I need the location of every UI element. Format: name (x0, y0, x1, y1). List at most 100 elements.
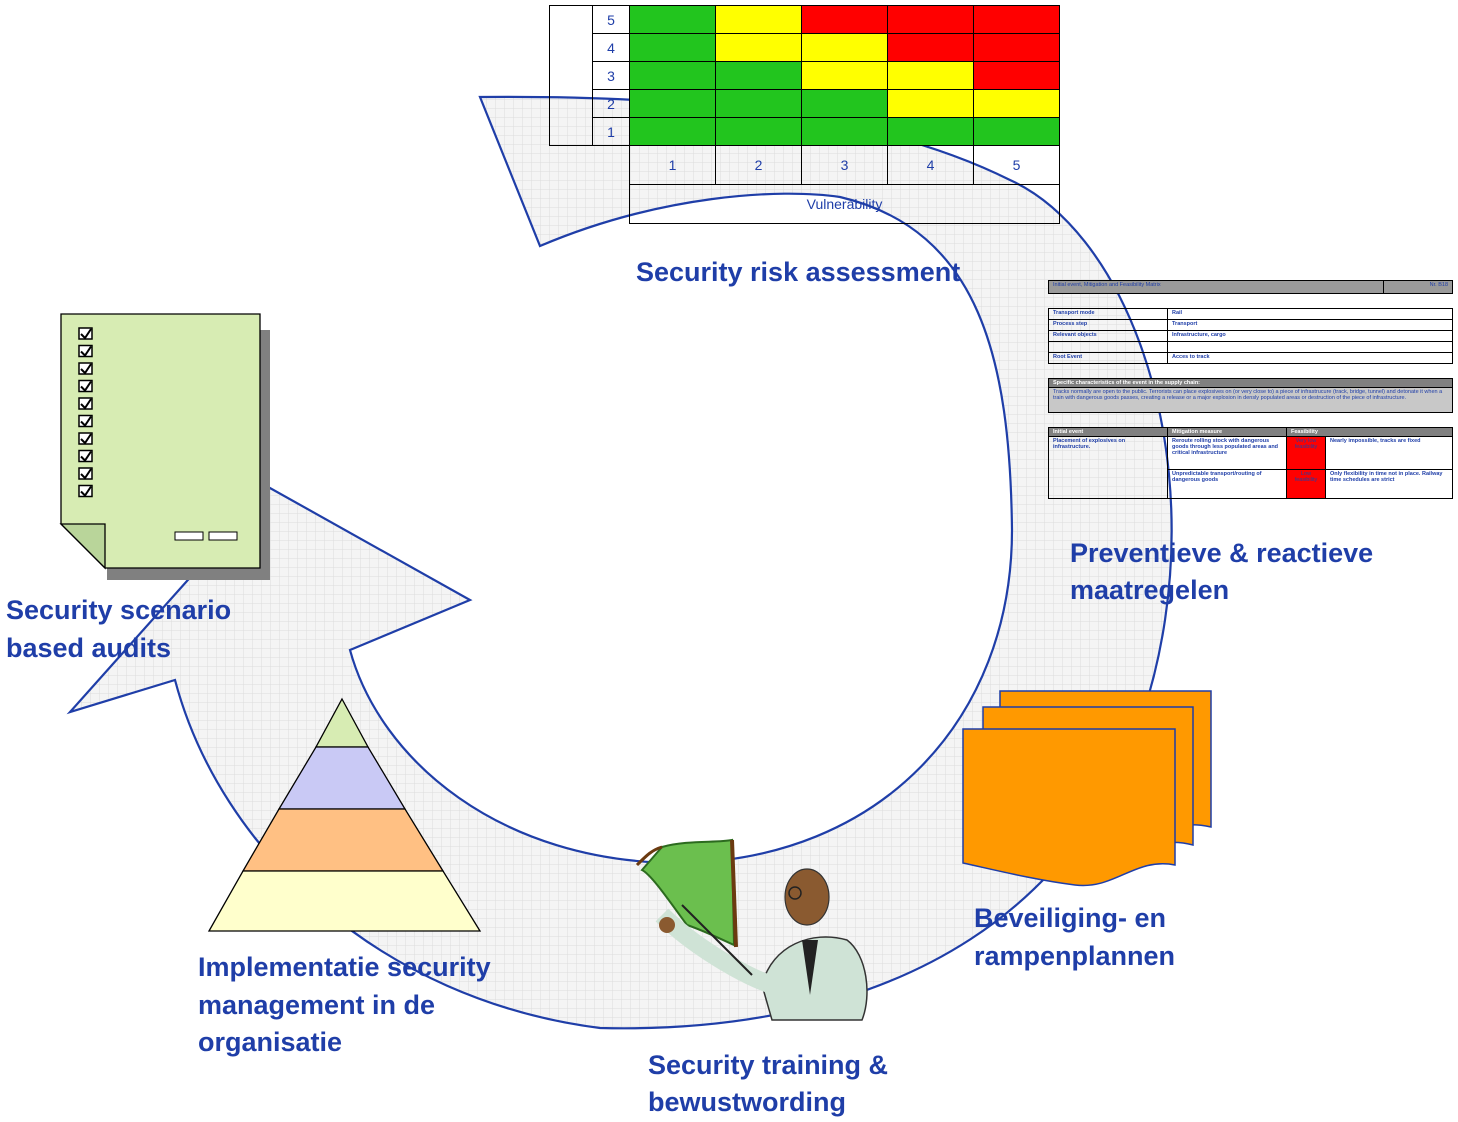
risk-matrix-cell (801, 61, 888, 90)
mitigation-measure-2: Unpredictable transport/routing of dange… (1167, 469, 1287, 499)
checkmark-icon (80, 328, 92, 340)
stage-training-label-2: bewustwording (648, 1087, 846, 1117)
stage-implementation-label-2: management in de (198, 990, 436, 1020)
risk-matrix-spacer (550, 185, 630, 224)
checkmark-icon (80, 363, 92, 375)
risk-matrix-cell (629, 61, 716, 90)
col-initial-event: Initial event (1048, 427, 1168, 437)
matrix-number: Nr. B18 (1383, 280, 1453, 294)
property-value: Transport (1167, 319, 1453, 331)
risk-matrix-cell (973, 5, 1060, 34)
mitigation-measure-1: Reroute rolling stock with dangerous goo… (1167, 436, 1287, 470)
risk-matrix-cell (801, 33, 888, 62)
property-key (1048, 341, 1168, 353)
initial-event-cell: Placement of explosives on infrastructur… (1048, 436, 1168, 499)
plans-documents-icon (962, 690, 1212, 887)
checkmark-icon (80, 380, 92, 393)
risk-matrix-row: 4 (550, 33, 1060, 62)
vulnerability-tick-label: 2 (715, 145, 802, 185)
checkmark-icon (80, 485, 92, 498)
checkmark-icon (80, 345, 92, 358)
property-value: Infrastructure, cargo (1167, 330, 1453, 342)
col-mitigation: Mitigation measure (1167, 427, 1287, 437)
risk-matrix-axis-blank (549, 5, 593, 146)
risk-level-label: 4 (592, 33, 630, 62)
risk-matrix-cell (715, 61, 802, 90)
vulnerability-tick-label: 5 (973, 145, 1060, 185)
stage-measures-label-2: maatregelen (1070, 575, 1230, 605)
feasibility-comment-2: Only flexibility in time not in place. R… (1325, 469, 1453, 499)
risk-matrix-cell (629, 117, 716, 146)
risk-matrix-cell (887, 33, 974, 62)
stage-implementation-label-1: Implementatie security (198, 952, 491, 982)
stage-measures-label-1: Preventieve & reactieve (1070, 538, 1374, 568)
risk-matrix-cell (715, 5, 802, 34)
risk-matrix-cell (973, 89, 1060, 118)
risk-matrix-cell (973, 33, 1060, 62)
stage-implementation-label-3: organisatie (198, 1027, 343, 1057)
risk-matrix-cell (887, 117, 974, 146)
vulnerability-tick-label: 3 (801, 145, 888, 185)
characteristics-text: Tracks normally are open to the public. … (1048, 387, 1453, 413)
feasibility-rating-2: Low feasibility (1286, 469, 1326, 499)
risk-matrix-spacer (549, 145, 630, 185)
risk-matrix-cell (715, 33, 802, 62)
risk-matrix-row: 1 (550, 117, 1060, 146)
risk-matrix-cell (629, 89, 716, 118)
matrix-mitigation-table: Initial event Mitigation measure Feasibi… (1048, 427, 1453, 499)
stage-audits-label-2: based audits (6, 633, 172, 663)
risk-matrix-cell (887, 89, 974, 118)
risk-level-label: 2 (592, 89, 630, 118)
risk-matrix-cell (973, 117, 1060, 146)
feasibility-rating-1: Very low feasibility (1286, 436, 1326, 470)
risk-matrix-cell (887, 61, 974, 90)
matrix-title-bar: Initial event, Mitigation and Feasibilit… (1048, 280, 1453, 294)
risk-matrix-cell (629, 33, 716, 62)
risk-matrix-cell (801, 117, 888, 146)
pyramid-icon (207, 697, 482, 932)
mitigation-matrix-sheet: Initial event, Mitigation and Feasibilit… (1048, 280, 1453, 499)
risk-level-label: 3 (592, 61, 630, 90)
stage-training-label-1: Security training & (648, 1050, 889, 1080)
vulnerability-tick-label: 4 (887, 145, 974, 185)
matrix-characteristics: Specific characteristics of the event in… (1048, 378, 1453, 413)
risk-matrix-cell (887, 5, 974, 34)
vulnerability-tick-label: 1 (629, 145, 716, 185)
checkmark-icon (80, 450, 92, 463)
feasibility-comment-1: Nearly impossible, tracks are fixed (1325, 436, 1453, 470)
property-key: Root Event (1048, 352, 1168, 364)
risk-level-label: 5 (592, 5, 630, 34)
checkmark-icon (80, 398, 92, 410)
stage-plans-label-1: Beveiliging- en (974, 903, 1167, 933)
risk-level-label: 1 (592, 117, 630, 146)
property-key: Relevant objects (1048, 330, 1168, 342)
risk-matrix-row: 2 (550, 89, 1060, 118)
risk-matrix-cell (801, 89, 888, 118)
checkmark-icon (80, 415, 92, 428)
risk-matrix-cell (629, 5, 716, 34)
stage-risk-assessment-label: Security risk assessment (636, 257, 961, 287)
risk-matrix-row: 5 (549, 5, 1060, 146)
checkmark-icon (80, 433, 92, 445)
checkmark-icon (80, 468, 92, 480)
characteristics-heading: Specific characteristics of the event in… (1048, 378, 1453, 388)
checklist-document-icon (59, 313, 270, 580)
vulnerability-axis-label: Vulnerability (629, 184, 1060, 224)
matrix-title: Initial event, Mitigation and Feasibilit… (1048, 280, 1384, 294)
risk-matrix-cell (715, 89, 802, 118)
risk-matrix-cell (801, 5, 888, 34)
property-value: Rail (1167, 308, 1453, 320)
stage-plans-label-2: rampenplannen (974, 941, 1176, 971)
col-feasibility: Feasibility (1286, 427, 1453, 437)
property-value (1167, 341, 1453, 353)
stage-audits-label-1: Security scenario (6, 595, 232, 625)
risk-matrix-row: 3 (550, 61, 1060, 90)
risk-matrix-cell (715, 117, 802, 146)
property-key: Transport mode (1048, 308, 1168, 320)
trainer-icon (635, 838, 868, 1021)
property-key: Process step (1048, 319, 1168, 331)
property-value: Acces to track (1167, 352, 1453, 364)
risk-matrix-cell (973, 61, 1060, 90)
